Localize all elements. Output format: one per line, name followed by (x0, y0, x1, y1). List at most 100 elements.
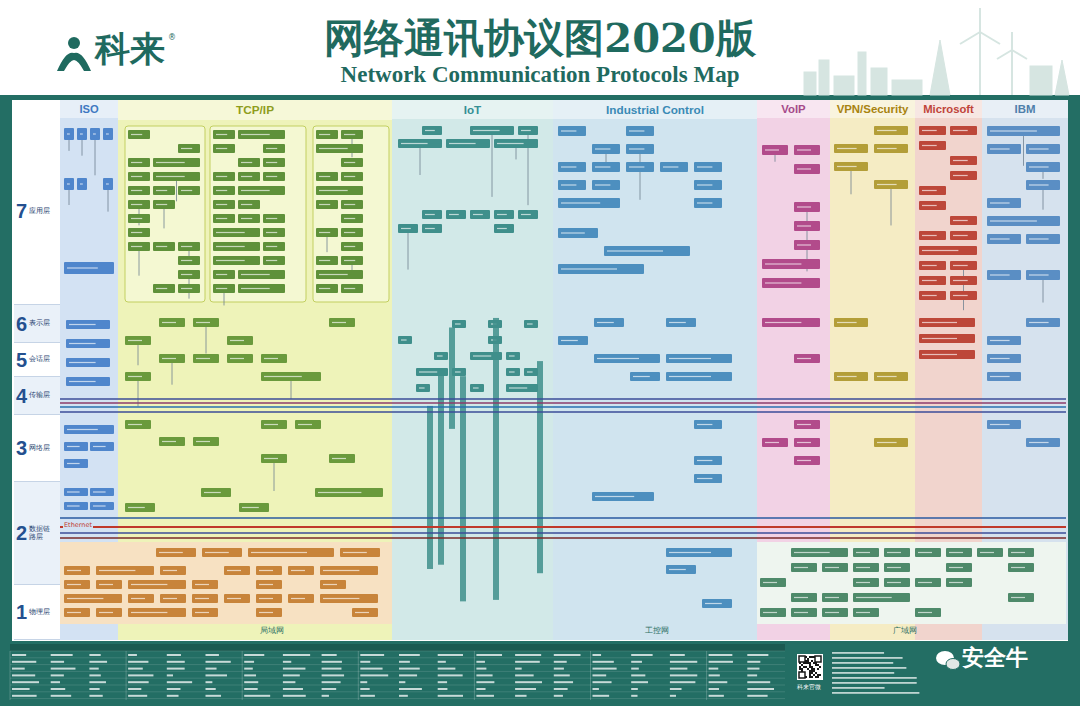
box-text-mark (266, 176, 277, 177)
link-line (206, 327, 207, 354)
table-cell-mark (128, 668, 143, 670)
table-cell-mark (51, 695, 71, 697)
link-line (69, 140, 70, 151)
table-cell-mark (476, 695, 494, 697)
protocol-box (919, 126, 946, 135)
protocol-box (263, 158, 285, 167)
box-text-mark (216, 204, 227, 205)
table-cell-mark (89, 674, 100, 676)
box-text-mark (629, 130, 644, 131)
qr-module (817, 660, 819, 662)
protocol-box (193, 354, 219, 363)
protocol-box (239, 503, 269, 512)
box-text-mark (99, 570, 135, 571)
protocol-box (987, 336, 1021, 345)
protocol-box (238, 158, 260, 167)
protocol-box (987, 144, 1021, 154)
box-text-mark (264, 458, 278, 459)
bus-line (60, 398, 1066, 400)
protocol-box (1026, 318, 1060, 327)
box-text-mark (561, 268, 617, 269)
table-cell-mark (206, 654, 219, 656)
box-text-mark (401, 143, 428, 144)
table-cell-mark (399, 654, 420, 656)
box-text-mark (131, 176, 142, 177)
protocol-box (329, 318, 355, 327)
table-cell-mark (515, 695, 526, 697)
table-cell-mark (51, 674, 64, 676)
table-cell-mark (360, 674, 388, 676)
protocol-box (987, 270, 1021, 280)
table-cell-mark (12, 681, 39, 683)
link-line (963, 270, 964, 310)
qr-module (811, 666, 813, 668)
protocol-box (159, 437, 185, 446)
box-text-mark (509, 387, 527, 388)
protocol-box (128, 200, 150, 209)
protocol-box (1008, 593, 1034, 602)
box-text-mark (93, 133, 96, 134)
bus-label: Ethernet (63, 522, 93, 529)
skyline-illustration (804, 8, 1069, 95)
osi-layer-label: 6表示层 (14, 305, 60, 343)
table-cell-mark (515, 654, 541, 656)
protocol-bar (537, 361, 543, 573)
table-cell-mark (167, 695, 179, 697)
table-cell-mark (438, 668, 456, 670)
protocol-bar (493, 318, 499, 600)
protocol-box (416, 368, 448, 376)
osi-layer-label: 3网络层 (14, 415, 60, 482)
table-rule (10, 664, 785, 665)
protocol-bar (449, 327, 455, 428)
protocol-box (822, 593, 848, 602)
table-rule (10, 651, 785, 652)
qr-module (807, 658, 809, 660)
qr-module (799, 668, 801, 670)
protocol-box (256, 580, 282, 589)
link-line (851, 171, 852, 194)
box-text-mark (953, 280, 968, 281)
table-cell-mark (244, 661, 254, 663)
protocol-box (834, 162, 868, 171)
link-line (82, 140, 83, 156)
protocol-box (915, 578, 941, 587)
table-cell-mark (244, 688, 257, 690)
protocol-box (224, 594, 250, 603)
protocol-box (694, 198, 722, 208)
protocol-box (422, 126, 442, 135)
table-cell-mark (670, 688, 682, 690)
protocol-box (946, 563, 972, 572)
protocol-box (488, 336, 502, 344)
table-cell-mark (128, 681, 149, 683)
box-text-mark (241, 218, 252, 219)
logo-dot (68, 37, 80, 49)
table-cell-mark (51, 688, 66, 690)
protocol-box (125, 420, 151, 429)
table-cell-mark (244, 695, 270, 697)
qr-module (809, 672, 811, 674)
protocol-box (470, 126, 514, 135)
box-text-mark (259, 584, 273, 585)
protocol-box (90, 442, 114, 451)
protocol-box (341, 172, 363, 181)
box-text-mark (697, 166, 712, 167)
box-text-mark (156, 204, 167, 205)
protocol-box (341, 256, 363, 265)
note-mark (832, 652, 884, 654)
protocol-box (853, 578, 879, 587)
box-text-mark (953, 220, 968, 221)
box-text-mark (344, 232, 355, 233)
box-text-mark (67, 463, 80, 464)
box-text-mark (195, 584, 209, 585)
link-line (408, 233, 409, 270)
protocol-box (153, 284, 175, 293)
protocol-box (341, 242, 363, 251)
protocol-box (316, 186, 363, 195)
protocol-box (238, 186, 285, 195)
box-text-mark (669, 552, 711, 553)
protocol-box (791, 593, 817, 602)
protocol-box (159, 318, 185, 327)
table-rule (358, 651, 359, 700)
note-mark (832, 662, 893, 664)
layer-name: 传输层 (29, 391, 55, 399)
